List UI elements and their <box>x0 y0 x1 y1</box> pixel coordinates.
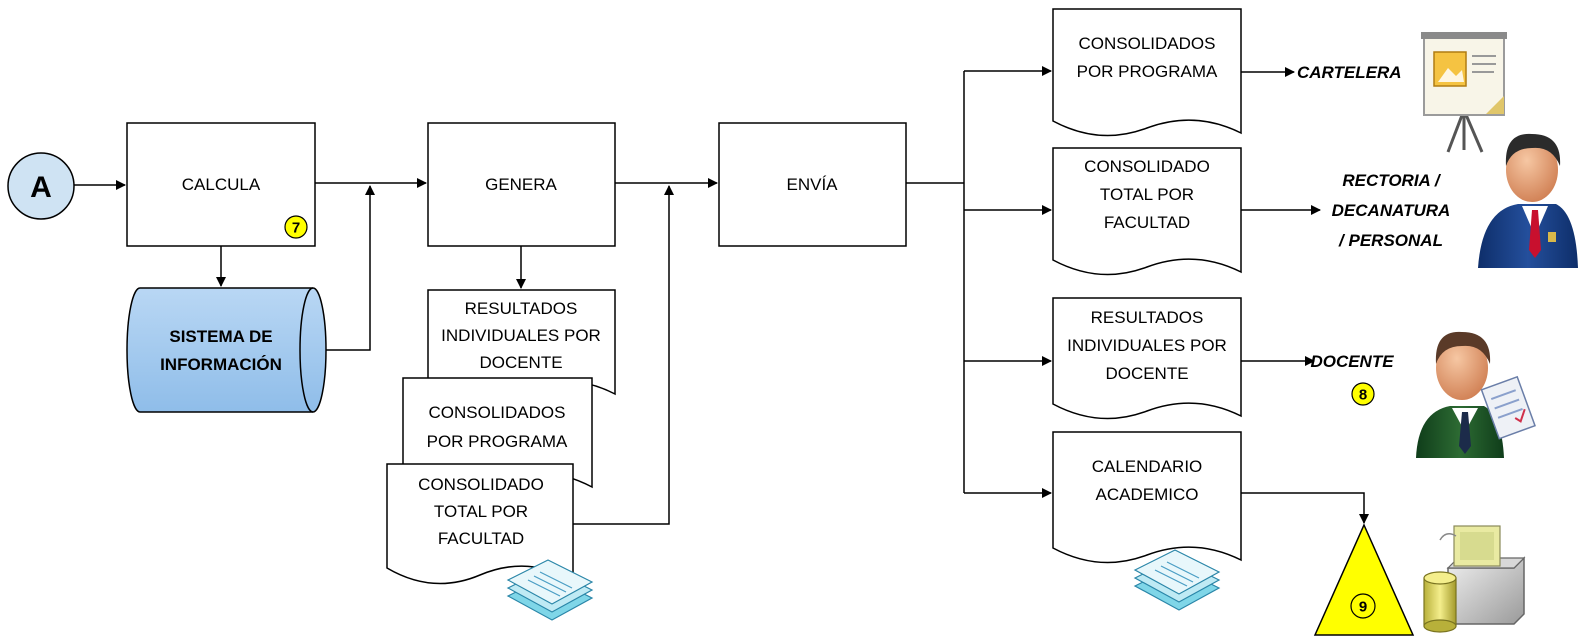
svg-text:7: 7 <box>292 220 300 237</box>
svg-text:POR PROGRAMA: POR PROGRAMA <box>1077 62 1218 81</box>
destination-rectoria: RECTORIA / DECANATURA / PERSONAL <box>1332 171 1451 250</box>
output-doc-resultados: RESULTADOS INDIVIDUALES POR DOCENTE <box>1052 297 1242 420</box>
svg-text:/ PERSONAL: / PERSONAL <box>1338 231 1443 250</box>
destination-docente: DOCENTE <box>1310 352 1394 371</box>
connector-a: A <box>7 152 75 220</box>
output-doc-consolidado-total: CONSOLIDADO TOTAL POR FACULTAD <box>1052 147 1242 276</box>
process-label-envia: ENVÍA <box>786 175 838 194</box>
process-label-calcula: CALCULA <box>182 175 261 194</box>
svg-text:DECANATURA: DECANATURA <box>1332 201 1451 220</box>
step-badge-8: 8 <box>1351 382 1375 406</box>
process-genera: GENERA <box>427 122 616 247</box>
svg-text:CONSOLIDADOS: CONSOLIDADOS <box>429 403 566 422</box>
svg-text:9: 9 <box>1359 599 1367 616</box>
svg-text:CONSOLIDADO: CONSOLIDADO <box>418 475 544 494</box>
svg-text:8: 8 <box>1359 387 1367 404</box>
svg-text:CALENDARIO: CALENDARIO <box>1092 457 1203 476</box>
database-sistema-informacion: SISTEMA DE INFORMACIÓN <box>126 287 327 413</box>
paper-stack-icon <box>506 559 594 621</box>
svg-text:DOCENTE: DOCENTE <box>479 353 562 372</box>
svg-text:RECTORIA /: RECTORIA / <box>1342 171 1442 190</box>
presentation-board-icon <box>1421 32 1507 153</box>
svg-text:INDIVIDUALES POR: INDIVIDUALES POR <box>1067 336 1227 355</box>
flow-connectors <box>74 66 1369 525</box>
svg-text:POR PROGRAMA: POR PROGRAMA <box>427 432 568 451</box>
svg-text:RESULTADOS: RESULTADOS <box>465 299 578 318</box>
executive-person-icon <box>1478 133 1578 268</box>
svg-text:CONSOLIDADO: CONSOLIDADO <box>1084 157 1210 176</box>
process-envia: ENVÍA <box>718 122 907 247</box>
svg-text:INDIVIDUALES POR: INDIVIDUALES POR <box>441 326 601 345</box>
stack-doc-consolidado-total: CONSOLIDADO TOTAL POR FACULTAD <box>386 463 574 585</box>
destination-cartelera: CARTELERA <box>1297 63 1402 82</box>
archive-storage-icon <box>1423 525 1526 633</box>
svg-text:DOCENTE: DOCENTE <box>1105 364 1188 383</box>
svg-text:FACULTAD: FACULTAD <box>438 529 524 548</box>
output-doc-consolidados: CONSOLIDADOS POR PROGRAMA <box>1052 8 1242 137</box>
stack-doc-resultados: RESULTADOS INDIVIDUALES POR DOCENTE <box>427 289 616 399</box>
svg-text:FACULTAD: FACULTAD <box>1104 213 1190 232</box>
svg-text:ACADEMICO: ACADEMICO <box>1096 485 1199 504</box>
teacher-person-icon <box>1416 331 1536 458</box>
svg-text:TOTAL POR: TOTAL POR <box>434 502 528 521</box>
database-label-line2: INFORMACIÓN <box>160 355 282 374</box>
connector-label: A <box>30 171 52 204</box>
database-label-line1: SISTEMA DE <box>169 327 272 346</box>
step-badge-7: 7 <box>284 215 308 239</box>
step-badge-9: 9 <box>1350 593 1376 619</box>
svg-text:CONSOLIDADOS: CONSOLIDADOS <box>1079 34 1216 53</box>
process-label-genera: GENERA <box>485 175 557 194</box>
output-doc-calendario: CALENDARIO ACADEMICO <box>1052 431 1242 564</box>
svg-text:TOTAL POR: TOTAL POR <box>1100 185 1194 204</box>
archive-triangle: 9 <box>1313 523 1415 636</box>
svg-text:RESULTADOS: RESULTADOS <box>1091 308 1204 327</box>
process-calcula: CALCULA 7 <box>126 122 316 247</box>
paper-stack-icon <box>1133 549 1221 611</box>
